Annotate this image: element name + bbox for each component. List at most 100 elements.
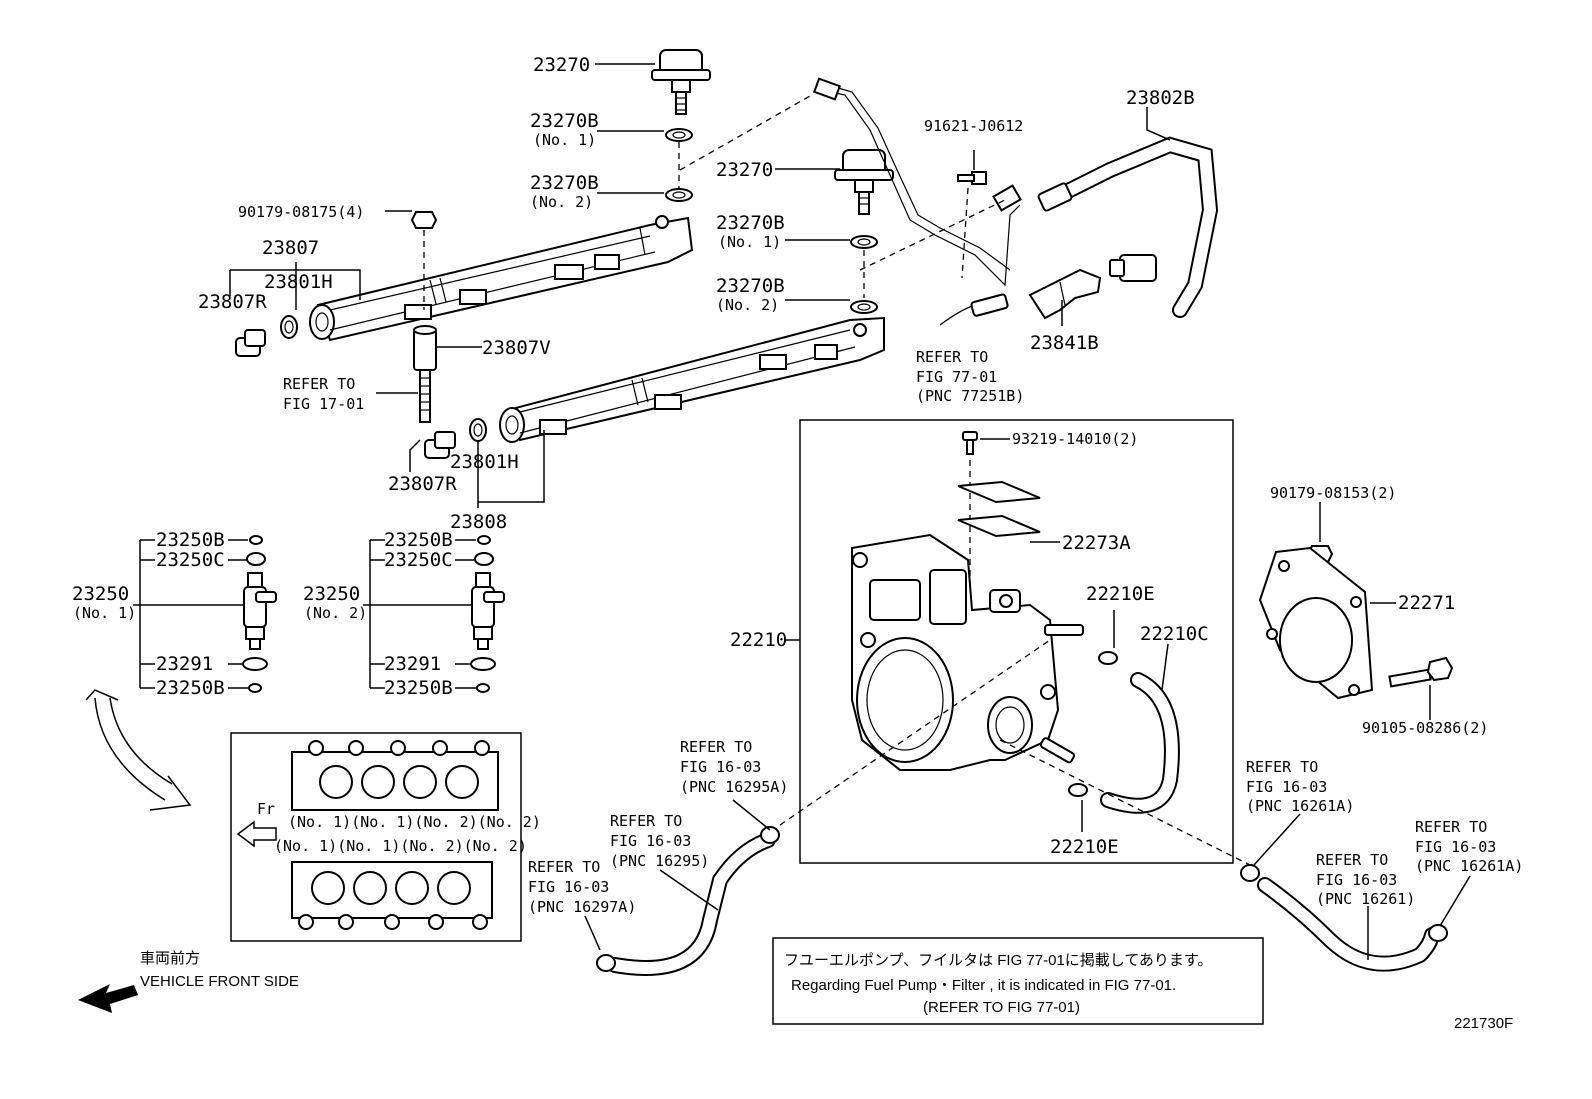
hose-22210c xyxy=(1100,672,1180,814)
note-box xyxy=(772,937,1264,1025)
gasket-22273a xyxy=(957,514,1041,538)
label-93219-14010: 93219-14010(2) xyxy=(1012,430,1138,448)
inset-top-labels: (No. 1)(No. 1)(No. 2)(No. 2) xyxy=(288,813,541,831)
spacer-23807v xyxy=(413,325,437,371)
label-22273a: 22273A xyxy=(1062,532,1131,554)
ref-fig1701-line1: REFER TO xyxy=(283,375,355,393)
damper-oring-upper-no2 xyxy=(665,188,693,202)
throttle-body-box xyxy=(799,419,1234,864)
label-23801h-lower: 23801H xyxy=(450,451,519,473)
damper-oring-upper-no1 xyxy=(665,128,693,142)
injector-body-no1 xyxy=(243,572,277,650)
label-no2-lower: (No. 2) xyxy=(716,296,779,314)
label-23270b-lower-no2: 23270B xyxy=(716,275,785,297)
bolt-90179-08175 xyxy=(410,211,438,229)
ref-16297a-line1: REFER TO xyxy=(528,858,600,876)
ref-16295a-line2: FIG 16-03 xyxy=(680,758,761,776)
label-23807r-lower: 23807R xyxy=(388,473,457,495)
pipe-end-77251b xyxy=(939,293,1009,326)
clip-16297a xyxy=(596,954,616,972)
ref-16261a2-line3: (PNC 16261A) xyxy=(1415,857,1523,875)
label-inj1-23250: 23250 xyxy=(72,583,129,605)
bolt-90105-08286 xyxy=(1388,656,1454,688)
ref-fig7701-line1: REFER TO xyxy=(916,348,988,366)
ref-16261-line2: FIG 16-03 xyxy=(1316,871,1397,889)
fuel-pipe-sub-assy xyxy=(812,77,1022,287)
label-22210c: 22210C xyxy=(1140,623,1209,645)
label-90105-08286: 90105-08286(2) xyxy=(1362,719,1488,737)
label-23841b: 23841B xyxy=(1030,332,1099,354)
ref-16261a-line2: FIG 16-03 xyxy=(1246,778,1327,796)
label-no1-upper: (No. 1) xyxy=(533,131,596,149)
inset-fr-label: Fr xyxy=(257,800,275,818)
hose-right-16261 xyxy=(1257,877,1440,972)
clip-16261a-left xyxy=(1240,864,1260,882)
fuel-rail-upper xyxy=(309,215,694,342)
quick-connector xyxy=(1109,254,1157,282)
pulsation-damper-upper xyxy=(651,49,711,115)
ref-16261a-line3: (PNC 16261A) xyxy=(1246,797,1354,815)
bolt-91621 xyxy=(957,171,987,185)
screw-93219 xyxy=(962,431,978,455)
ref-16261-line3: (PNC 16261) xyxy=(1316,890,1415,908)
label-inj1-23291: 23291 xyxy=(156,653,213,675)
note-line-en: Regarding Fuel Pump・Filter , it is indic… xyxy=(791,977,1176,994)
label-inj1-23250b-bottom: 23250B xyxy=(156,677,225,699)
label-23270b-upper-no2: 23270B xyxy=(530,172,599,194)
label-90179-08153: 90179-08153(2) xyxy=(1270,484,1396,502)
gasket-23801h-upper xyxy=(280,315,298,339)
ref-fig1701-line2: FIG 17-01 xyxy=(283,395,364,413)
ref-16297a-line3: (PNC 16297A) xyxy=(528,898,636,916)
note-line-jp: フユーエルポンプ、フイルタは FIG 77-01に掲載してあります。 xyxy=(784,952,1212,969)
label-23270-upper: 23270 xyxy=(533,54,590,76)
ref-16297a-line2: FIG 16-03 xyxy=(528,878,609,896)
label-23807v: 23807V xyxy=(482,337,551,359)
label-23270b-lower-no1: 23270B xyxy=(716,212,785,234)
inset-manifold-bottom xyxy=(291,861,493,930)
inset-fr-arrow-icon xyxy=(236,820,277,848)
ref-16295a-line3: (PNC 16295A) xyxy=(680,778,788,796)
label-inj2-23250c: 23250C xyxy=(384,549,453,571)
label-22210: 22210 xyxy=(730,629,787,651)
label-inj2-no2: (No. 2) xyxy=(304,604,367,622)
vehicle-front-en: VEHICLE FRONT SIDE xyxy=(140,973,299,990)
label-23270b-upper-no1: 23270B xyxy=(530,110,599,132)
label-no2-upper: (No. 2) xyxy=(530,193,593,211)
throttle-body-22210 xyxy=(851,533,1084,771)
ref-fig7701-line2: FIG 77-01 xyxy=(916,368,997,386)
cover-plate xyxy=(957,480,1041,504)
note-line-ref: (REFER TO FIG 77-01) xyxy=(923,999,1080,1016)
label-inj2-23250b-top: 23250B xyxy=(384,529,453,551)
label-23808: 23808 xyxy=(450,511,507,533)
label-22271: 22271 xyxy=(1398,592,1455,614)
injector-group-no2 xyxy=(363,535,505,693)
label-23807r-upper: 23807R xyxy=(198,291,267,313)
gasket-22271 xyxy=(1258,546,1374,700)
inset-manifold-top xyxy=(291,740,499,811)
ref-16261a-line1: REFER TO xyxy=(1246,758,1318,776)
damper-oring-lower-no1 xyxy=(850,235,878,249)
gasket-23801h-lower xyxy=(469,418,487,442)
stud-bolt xyxy=(419,369,431,423)
ref-16261a2-line2: FIG 16-03 xyxy=(1415,838,1496,856)
ref-16261a2-line1: REFER TO xyxy=(1415,818,1487,836)
injector-group-no1 xyxy=(133,535,277,693)
inset-bottom-labels: (No. 1)(No. 1)(No. 2)(No. 2) xyxy=(274,837,527,855)
label-91621-j0612: 91621-J0612 xyxy=(924,117,1023,135)
label-no1-lower: (No. 1) xyxy=(718,233,781,251)
label-inj1-23250c: 23250C xyxy=(156,549,225,571)
label-23801h-upper: 23801H xyxy=(264,271,333,293)
fuel-rail-lower xyxy=(499,316,885,443)
label-inj2-23291: 23291 xyxy=(384,653,441,675)
clip-22210e-upper xyxy=(1098,651,1118,665)
ref-16295-line2: FIG 16-03 xyxy=(610,832,691,850)
plug-23807r-lower xyxy=(424,431,456,459)
label-23270-lower: 23270 xyxy=(716,159,773,181)
ref-16295-line1: REFER TO xyxy=(610,812,682,830)
fuel-hose-23802b xyxy=(1037,136,1219,318)
label-23807: 23807 xyxy=(262,237,319,259)
label-inj1-no1: (No. 1) xyxy=(73,604,136,622)
vehicle-front-arrow-icon xyxy=(78,984,138,1013)
label-23802b: 23802B xyxy=(1126,87,1195,109)
